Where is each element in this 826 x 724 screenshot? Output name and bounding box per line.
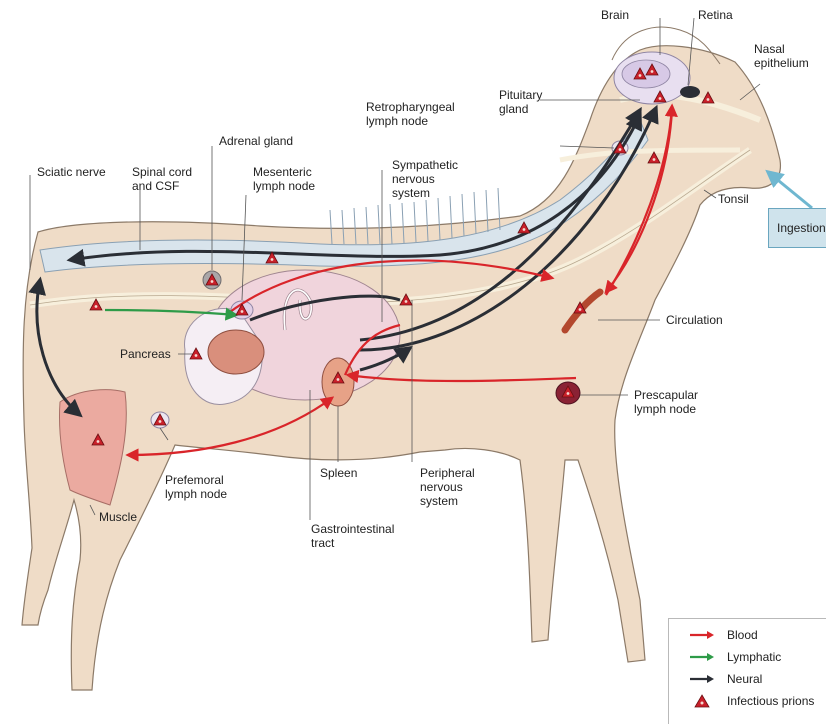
label-mesenteric-lymph-node: Mesenteric lymph node bbox=[253, 165, 315, 193]
legend-item-infectious-prions: Infectious prions bbox=[689, 693, 814, 709]
label-retropharyngeal-lymph-node: Retropharyngeal lymph node bbox=[366, 100, 455, 128]
label-brain: Brain bbox=[601, 8, 629, 22]
legend-label-infectious-prions: Infectious prions bbox=[727, 694, 814, 708]
ingestion-arrow bbox=[768, 172, 812, 208]
label-prescapular-lymph-node: Prescapular lymph node bbox=[634, 388, 698, 416]
legend-item-neural: Neural bbox=[689, 671, 762, 687]
label-nasal-epithelium: Nasal epithelium bbox=[754, 42, 809, 70]
legend-item-lymphatic: Lymphatic bbox=[689, 649, 781, 665]
label-pancreas: Pancreas bbox=[120, 347, 171, 361]
legend-item-blood: Blood bbox=[689, 627, 758, 643]
label-adrenal-gland: Adrenal gland bbox=[219, 134, 293, 148]
legend-label-blood: Blood bbox=[727, 628, 758, 642]
label-gastrointestinal-tract: Gastrointestinal tract bbox=[311, 522, 394, 550]
label-tonsil: Tonsil bbox=[718, 192, 749, 206]
legend-label-lymphatic: Lymphatic bbox=[727, 650, 781, 664]
label-spleen: Spleen bbox=[320, 466, 357, 480]
label-muscle: Muscle bbox=[99, 510, 137, 524]
label-spinal-cord-csf: Spinal cord and CSF bbox=[132, 165, 192, 193]
green-arrow-icon bbox=[689, 652, 715, 662]
label-ingestion: Ingestion bbox=[769, 221, 826, 235]
retina bbox=[680, 86, 700, 98]
legend-label-neural: Neural bbox=[727, 672, 762, 686]
label-retina: Retina bbox=[698, 8, 733, 22]
label-sympathetic-nervous-system: Sympathetic nervous system bbox=[392, 158, 458, 200]
legend: Blood Lymphatic Neural Infectious prions bbox=[668, 618, 826, 724]
pancreas bbox=[208, 330, 264, 374]
label-sciatic-nerve: Sciatic nerve bbox=[37, 165, 106, 179]
ingestion-box: Ingestion bbox=[768, 208, 826, 248]
label-peripheral-nervous-system: Peripheral nervous system bbox=[420, 466, 475, 508]
label-circulation: Circulation bbox=[666, 313, 723, 327]
label-pituitary-gland: Pituitary gland bbox=[499, 88, 542, 116]
prion-triangle-icon bbox=[689, 694, 715, 708]
label-prefemoral-lymph-node: Prefemoral lymph node bbox=[165, 473, 227, 501]
red-arrow-icon bbox=[689, 630, 715, 640]
black-arrow-icon bbox=[689, 674, 715, 684]
